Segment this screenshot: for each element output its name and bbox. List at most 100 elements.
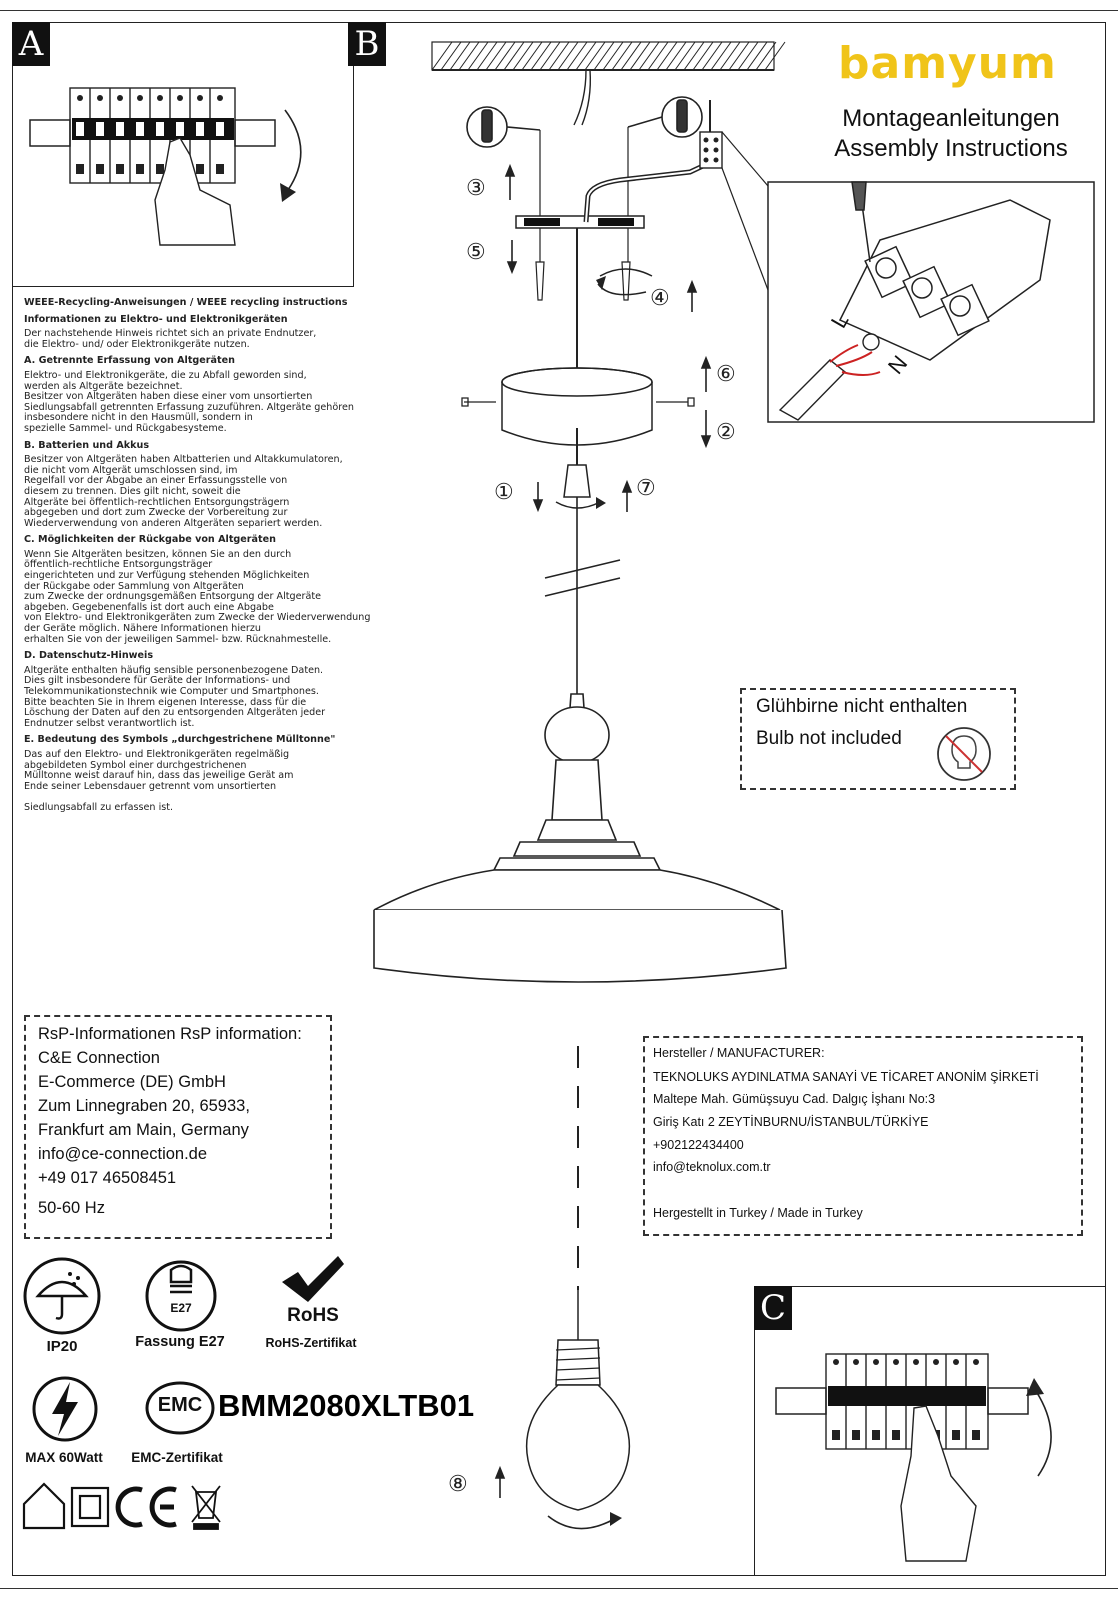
- hatch-line: [431, 41, 453, 71]
- hatch-line: [557, 41, 579, 71]
- e27-socket-icon: [145, 1260, 217, 1332]
- cord-grip: [563, 464, 591, 498]
- rsp-line: Frankfurt am Main, Germany: [38, 1121, 249, 1139]
- step-5: ⑤: [466, 240, 486, 265]
- power-label: MAX 60Watt: [25, 1450, 103, 1465]
- panel-a-label: A: [12, 22, 50, 66]
- hatch-line: [746, 41, 768, 71]
- hatch-line: [602, 41, 624, 71]
- hatch-line: [638, 41, 660, 71]
- brand-logo: bamyum: [838, 38, 1057, 89]
- breaker-switch-illustration-a: [29, 87, 302, 246]
- hatch-line: [566, 41, 588, 71]
- step-1: ①: [494, 480, 514, 505]
- manufacturer-box: Hersteller / MANUFACTURER: TEKNOLUKS AYD…: [643, 1036, 1083, 1236]
- indoor-use-icon: [22, 1482, 66, 1530]
- weee-section-text: Das auf den Elektro- und Elektronikgerät…: [24, 748, 294, 813]
- rohs-badge: RoHS: [287, 1305, 339, 1326]
- class-ii-icon: [70, 1486, 110, 1528]
- emc-badge: EMC: [157, 1394, 203, 1416]
- weee-instructions: WEEE-Recycling-Anweisungen / WEEE recycl…: [24, 297, 434, 814]
- step-7: ⑦: [636, 476, 656, 501]
- panel-a: [12, 22, 354, 287]
- ip20-label: IP20: [46, 1338, 78, 1355]
- bulb-illustration: [525, 1046, 631, 1530]
- rsp-line: RsP-Informationen RsP information:: [38, 1025, 302, 1043]
- mfr-line: +902122434400: [653, 1138, 744, 1152]
- bulb-not-included-notice: Glühbirne nicht enthalten Bulb not inclu…: [740, 688, 1016, 790]
- rohs-checkmark-icon: [282, 1256, 344, 1302]
- weee-section-text: Wenn Sie Altgeräten besitzen, können Sie…: [24, 548, 371, 645]
- weee-section-title: B. Batterien und Akkus: [24, 439, 150, 451]
- hatch-line: [593, 41, 615, 71]
- mfr-line: Hergestellt in Turkey / Made in Turkey: [653, 1206, 863, 1220]
- step-3: ③: [466, 176, 486, 201]
- hatch-line: [755, 41, 777, 71]
- hatch-line: [476, 41, 498, 71]
- hatch-line: [449, 41, 471, 71]
- hatch-line: [485, 41, 507, 71]
- rsp-line: Zum Linnegraben 20, 65933,: [38, 1097, 250, 1115]
- weee-section-text: Elektro- und Elektronikgeräte, die zu Ab…: [24, 369, 354, 434]
- bottom-rule: [0, 1588, 1118, 1589]
- hatch-line: [629, 41, 651, 71]
- weee-section-title: E. Bedeutung des Symbols „durchgestriche…: [24, 734, 336, 746]
- hatch-line: [548, 41, 570, 71]
- rsp-line: E-Commerce (DE) GmbH: [38, 1073, 226, 1091]
- bulb-note-de: Glühbirne nicht enthalten: [756, 696, 968, 717]
- emc-label: EMC-Zertifikat: [131, 1450, 223, 1465]
- rohs-label: RoHS-Zertifikat: [265, 1336, 357, 1350]
- weee-bin-icon: [191, 1485, 221, 1530]
- hatch-line: [503, 41, 525, 71]
- terminal-block-detail: [838, 181, 1051, 361]
- hatch-line: [494, 41, 516, 71]
- ce-mark-icon: [115, 1486, 177, 1528]
- max-power-lightning-icon: [32, 1376, 98, 1442]
- step-arrows: [494, 163, 712, 1498]
- weee-section-title: D. Datenschutz-Hinweis: [24, 650, 154, 662]
- top-rule: [0, 10, 1118, 11]
- assembly-title: Montageanleitungen Assembly Instructions: [806, 104, 1096, 164]
- rsp-line: +49 017 46508451: [38, 1169, 177, 1187]
- mfr-line: Maltepe Mah. Gümüşsuyu Cad. Dalgıç İşhan…: [653, 1092, 936, 1106]
- hatch-line: [539, 41, 561, 71]
- rsp-line: C&E Connection: [38, 1049, 160, 1067]
- bulb-note-en: Bulb not included: [756, 728, 902, 749]
- step-2: ②: [716, 420, 736, 445]
- weee-section-text: Besitzer von Altgeräten haben Altbatteri…: [24, 454, 343, 529]
- title-de: Montageanleitungen: [842, 105, 1060, 132]
- hatch-line: [737, 41, 759, 71]
- model-number: BMM2080XLTB01: [218, 1388, 475, 1423]
- hatch-line: [512, 41, 534, 71]
- dowel-icon-left: [466, 106, 541, 148]
- panel-b-label: B: [348, 22, 386, 66]
- hatch-line: [692, 41, 714, 71]
- sheet-frame: [12, 22, 1106, 1576]
- hatch-line: [521, 41, 543, 71]
- dowel-icon-right: [627, 96, 703, 138]
- earth-symbol: [862, 333, 880, 351]
- mfr-line: Giriş Katı 2 ZEYTİNBURNU/İSTANBUL/TÜRKİY…: [653, 1115, 929, 1129]
- rsp-information-box: RsP-Informationen RsP information: C&E C…: [24, 1015, 332, 1239]
- hatch-line: [611, 41, 633, 71]
- e27-badge: E27: [170, 1301, 192, 1315]
- hatch-line: [575, 41, 597, 71]
- title-en: Assembly Instructions: [834, 135, 1068, 162]
- mfr-line: Hersteller / MANUFACTURER:: [653, 1046, 825, 1060]
- weee-section-title: A. Getrennte Erfassung von Altgeräten: [24, 355, 235, 367]
- hatch-line: [674, 41, 696, 71]
- socket-label: Fassung E27: [135, 1334, 225, 1350]
- lamp-shade: [373, 693, 787, 983]
- step-8: ⑧: [448, 1472, 468, 1497]
- hatch-line: [764, 41, 786, 71]
- hatch-line: [440, 41, 462, 71]
- mfr-line: TEKNOLUKS AYDINLATMA SANAYİ VE TİCARET A…: [653, 1070, 1039, 1084]
- rsp-line: 50-60 Hz: [38, 1199, 105, 1217]
- mfr-line: info@teknolux.com.tr: [653, 1160, 771, 1174]
- ip20-umbrella-icon: [23, 1257, 101, 1335]
- hatch-line: [647, 41, 669, 71]
- hatch-line: [719, 41, 741, 71]
- step-4: ④: [650, 286, 670, 311]
- hatch-line: [665, 41, 687, 71]
